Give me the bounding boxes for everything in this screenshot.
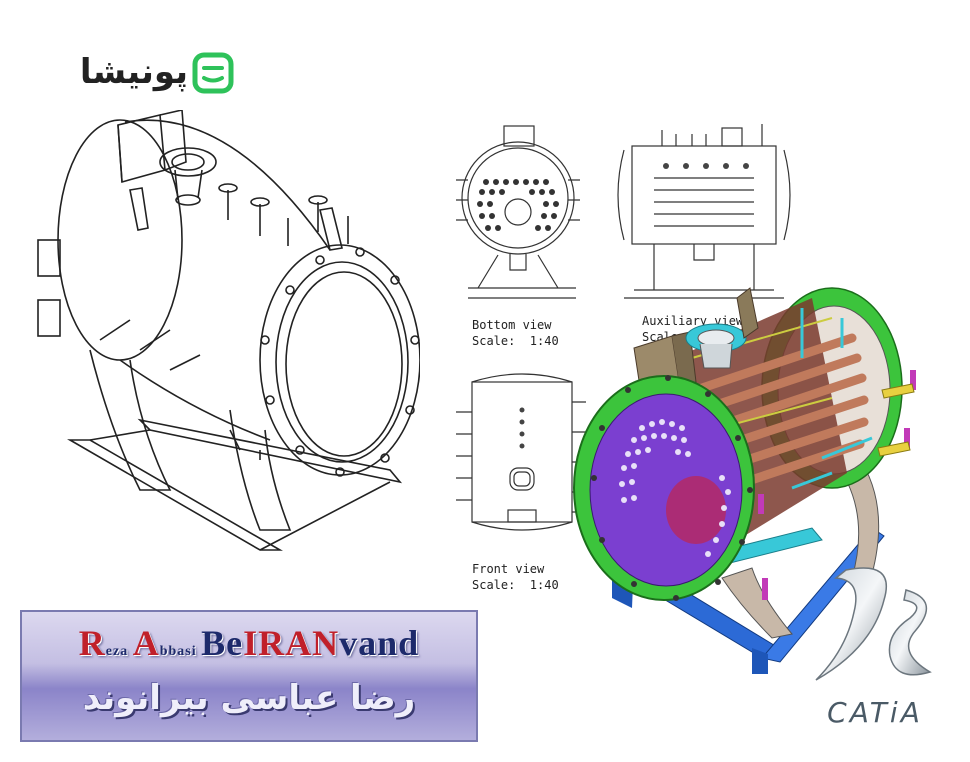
author-name-persian: رضا عباسی بیرانوند bbox=[82, 678, 416, 718]
ds-logo-icon bbox=[815, 567, 932, 681]
banner-bbasi: bbasi bbox=[159, 644, 202, 659]
boiler-isometric-drawing bbox=[37, 110, 420, 551]
tube-holes bbox=[477, 179, 559, 231]
bottom-view-drawing bbox=[456, 125, 580, 299]
banner-letter-a: A bbox=[132, 623, 160, 663]
brand-logo-icon bbox=[192, 52, 234, 94]
banner-letter-r: R bbox=[78, 623, 106, 663]
auxiliary-view-drawing bbox=[617, 124, 791, 299]
banner-eza: eza bbox=[105, 644, 133, 659]
author-banner: Reza Abbasi BeIRANvand رضا عباسی بیرانون… bbox=[20, 610, 478, 742]
banner-vand: vand bbox=[339, 623, 420, 663]
boiler-3d-render bbox=[573, 287, 916, 674]
banner-be: Be bbox=[201, 623, 244, 663]
brand-logo: پونیشا bbox=[38, 48, 238, 100]
front-tube-holes bbox=[619, 419, 731, 557]
front-view-drawing bbox=[456, 373, 586, 531]
front-view-title: Front view bbox=[472, 562, 545, 576]
bottom-view-title: Bottom view bbox=[472, 318, 552, 332]
bottom-view-scale: Scale: 1:40 bbox=[472, 334, 559, 348]
front-view-scale: Scale: 1:40 bbox=[472, 578, 559, 592]
banner-iran: IRAN bbox=[243, 623, 340, 663]
catia-label: CATiA bbox=[827, 696, 923, 729]
author-name-latin: Reza Abbasi BeIRANvand bbox=[22, 622, 476, 664]
flange-bolts bbox=[591, 375, 753, 601]
brand-logo-text: پونیشا bbox=[79, 52, 188, 92]
